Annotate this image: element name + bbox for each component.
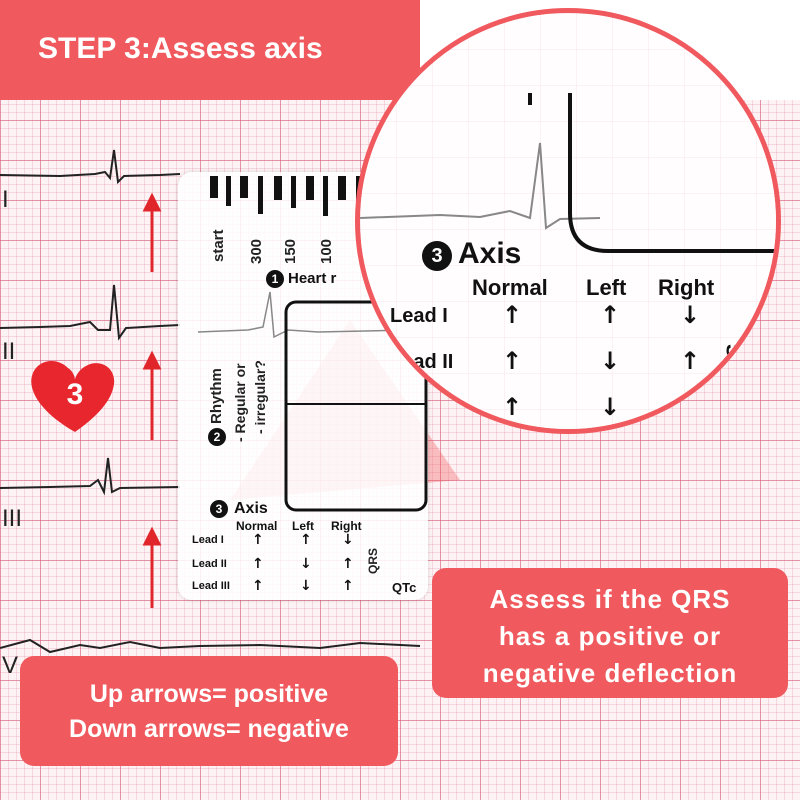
- ecg-trace-lead-2: [0, 284, 181, 341]
- magnifier-col-right: Right: [658, 275, 715, 300]
- callout-right-line3: negative deflection: [482, 658, 738, 688]
- card-qtc-label: QTc: [392, 580, 417, 595]
- magnifier-arrow-2-normal: ↑: [502, 347, 523, 375]
- callout-left-line1: Up arrows= positive: [89, 680, 329, 708]
- magnifier-number: 3: [422, 241, 452, 271]
- callout-right-line1: Assess if the QRS: [489, 584, 731, 614]
- card-col-right: Right: [331, 519, 362, 533]
- ecg-lead-label-2: II: [2, 338, 16, 365]
- card-arrow-3-left: ↓: [300, 578, 312, 594]
- magnifier-row-lead-1: Lead I: [390, 305, 448, 327]
- magnifier-arrow-1-left: ↑: [600, 301, 621, 329]
- ecg-lead-label-v: V: [2, 652, 19, 679]
- magnifier-arrow-3-right: ↑: [680, 393, 701, 421]
- card-arrow-2-right: ↑: [342, 556, 354, 572]
- step2-line2: - irregular?: [252, 360, 268, 434]
- callout-qrs-deflection: Assess if the QRS has a positive or nega…: [432, 568, 788, 698]
- red-arrow-3: [142, 526, 162, 608]
- magnifier-row-lead-3: Lead III: [390, 397, 459, 419]
- step2-number: 2: [208, 428, 226, 446]
- step3-label: Axis: [234, 500, 268, 517]
- magnifier-col-normal: Normal: [472, 275, 548, 300]
- magnifier-arrow-3-left: ↓: [600, 393, 621, 421]
- callout-right-line2: has a positive or: [498, 621, 722, 651]
- step-banner: STEP 3:Assess axis: [0, 0, 420, 100]
- magnifier-row-lead-2: Lead II: [390, 351, 454, 373]
- card-col-left: Left: [292, 519, 314, 533]
- magnifier-arrow-2-right: ↑: [680, 347, 701, 375]
- card-row-lead-1: Lead I: [192, 534, 224, 546]
- ecg-lead-label-1: I: [2, 186, 9, 213]
- step1-label: Heart r: [288, 270, 337, 287]
- callout-arrow-legend: Up arrows= positive Down arrows= negativ…: [20, 656, 398, 766]
- step2-line1: - Regular or: [232, 363, 248, 442]
- callout-left-line2: Down arrows= negative: [69, 715, 349, 743]
- page-title: STEP 3:Assess axis: [38, 32, 323, 65]
- magnifier-col-left: Left: [586, 275, 627, 300]
- ecg-lead-label-3: III: [2, 505, 23, 532]
- ecg-trace-lead-v: [0, 638, 421, 654]
- magnifier-trace: [360, 93, 776, 253]
- red-arrow-1: [142, 192, 162, 272]
- magnifier-arrow-1-right: ↓: [680, 301, 701, 329]
- card-row-lead-2: Lead II: [192, 558, 227, 570]
- card-col-normal: Normal: [236, 519, 278, 533]
- ecg-trace-lead-1: [0, 149, 181, 185]
- card-qrs-label: QRS: [366, 547, 380, 574]
- heart-icon: [31, 361, 115, 432]
- ruler-mark-300: 300: [248, 238, 265, 264]
- step3-number: 3: [210, 500, 228, 518]
- magnifier-card: [360, 13, 776, 429]
- magnifier-arrow-2-left: ↓: [600, 347, 621, 375]
- magnifier-qrs-label: QRS: [722, 343, 747, 391]
- card-arrow-1-left: ↑: [300, 532, 312, 548]
- magnifier-circle: 3 Axis Normal Left Right Lead I ↑ ↑ ↓ Le…: [355, 8, 781, 434]
- magnifier-arrow-3-normal: ↑: [502, 393, 523, 421]
- ecg-trace-lead-3: [0, 457, 181, 496]
- step2-label: Rhythm: [208, 368, 225, 424]
- ruler-mark-150: 150: [282, 238, 299, 264]
- step1-number: 1: [266, 270, 284, 288]
- card-arrow-3-right: ↑: [342, 578, 354, 594]
- card-arrow-1-normal: ↑: [252, 532, 264, 548]
- magnifier-title: Axis: [458, 237, 522, 270]
- magnifier-arrow-1-normal: ↑: [502, 301, 523, 329]
- card-row-lead-3: Lead III: [192, 580, 230, 592]
- heart-number: 3: [66, 378, 84, 411]
- card-arrow-3-normal: ↑: [252, 578, 264, 594]
- red-arrow-2: [142, 350, 162, 440]
- card-arrow-1-right: ↓: [342, 532, 354, 548]
- card-arrow-2-left: ↓: [300, 556, 312, 572]
- ruler-start-label: start: [210, 229, 227, 262]
- ruler-mark-100: 100: [318, 238, 335, 264]
- card-arrow-2-normal: ↑: [252, 556, 264, 572]
